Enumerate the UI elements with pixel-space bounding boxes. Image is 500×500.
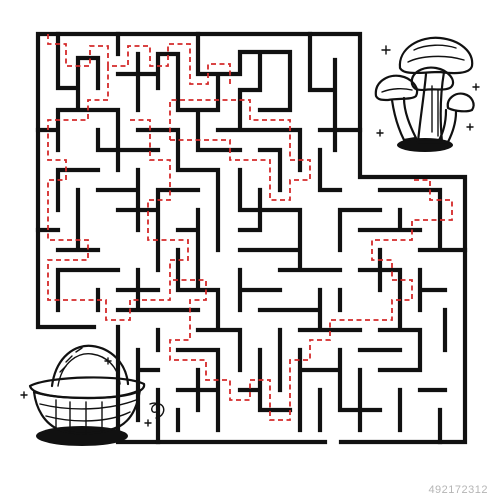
stock-watermark: 492172312 (428, 484, 488, 496)
solution-route (47, 34, 453, 421)
basket-icon (20, 344, 165, 446)
sparkle-star-icon (144, 419, 152, 427)
maze-walls (35, 31, 468, 445)
sparkle-star-icon (20, 391, 28, 399)
sparkle-star-icon (472, 83, 480, 91)
sparkle-star-icon (381, 45, 391, 55)
curl-swirl-icon (149, 402, 165, 419)
maze-inner-walls (35, 31, 468, 445)
sparkle-star-icon (104, 357, 112, 365)
mushroom-cluster-icon (374, 36, 480, 152)
solution-path (47, 34, 453, 421)
sparkle-star-icon (466, 123, 474, 131)
sparkle-star-icon (376, 129, 384, 137)
